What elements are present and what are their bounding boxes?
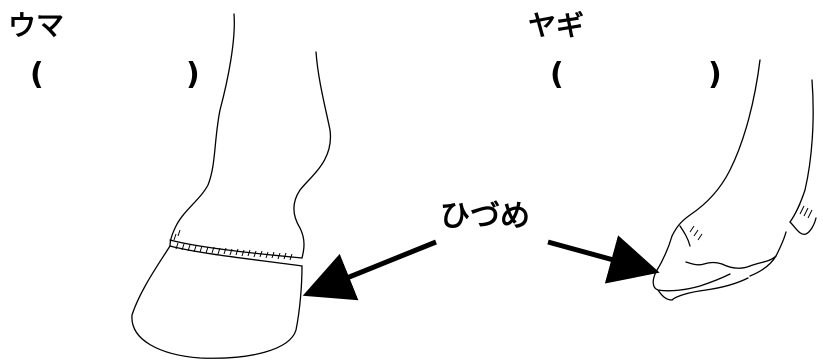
horse-leg-drawing [131, 13, 332, 359]
arrow-to-goat-hoof [547, 235, 660, 284]
horse-coronet-hatching [173, 229, 293, 261]
hoof-label: ひづめ [440, 199, 530, 234]
goat-answer-paren-close: ) [708, 57, 722, 92]
goat-answer-paren-open: ( [550, 57, 564, 92]
goat-leg-drawing [652, 59, 817, 301]
goat-fringe-hatching [689, 203, 813, 241]
goat-label: ヤギ [528, 9, 585, 42]
horse-answer-paren-close: ) [186, 57, 200, 92]
horse-answer-paren-open: ( [30, 57, 44, 92]
horse-label: ウマ [8, 9, 65, 42]
arrow-to-horse-hoof [302, 239, 437, 301]
